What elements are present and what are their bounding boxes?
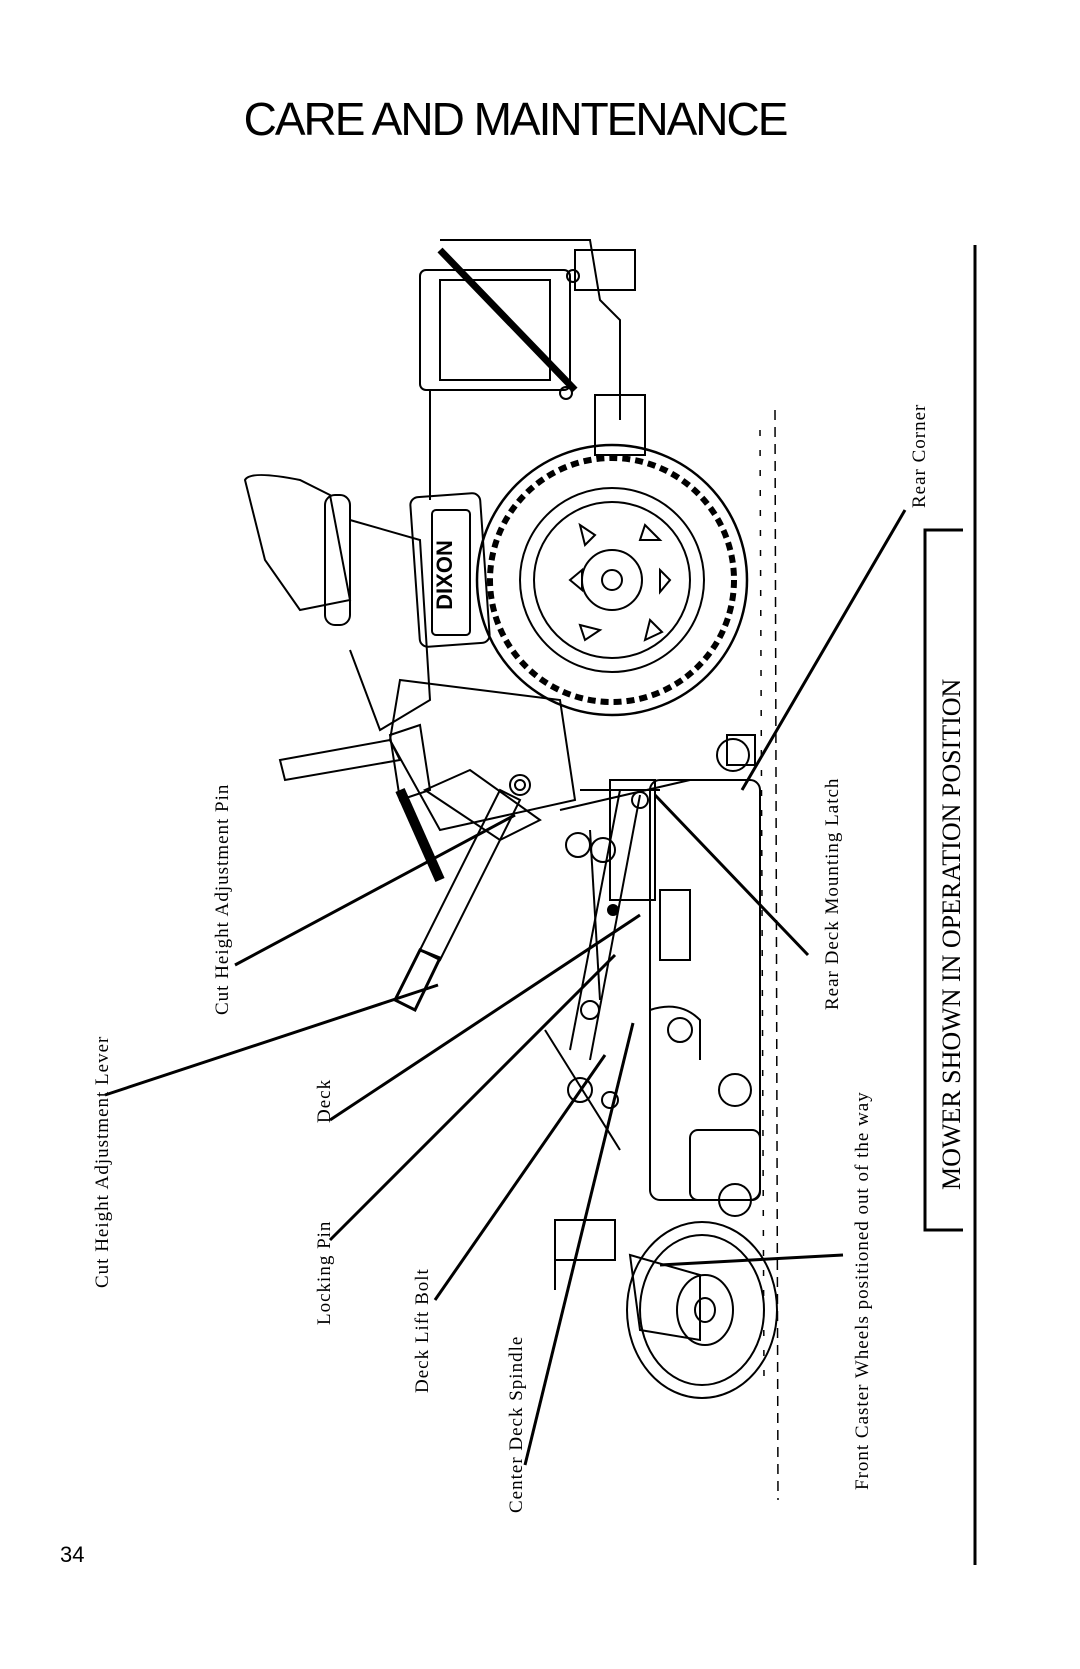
engine-frame xyxy=(419,239,646,500)
operation-position-banner: MOWER SHOWN IN OPERATION POSITION xyxy=(937,678,966,1190)
ground-hatching xyxy=(759,409,779,1501)
page-number: 34 xyxy=(60,1542,85,1567)
brand-logo: DIXON xyxy=(432,540,457,610)
front-caster-wheel xyxy=(626,1221,778,1399)
rear-corner-bracket xyxy=(726,734,756,766)
callout-deck-lift-bolt: Deck Lift Bolt xyxy=(412,1268,433,1393)
callout-locking-pin: Locking Pin xyxy=(314,1221,335,1325)
control-levers xyxy=(278,723,542,883)
callout-rear-corner: Rear Corner xyxy=(909,404,930,508)
leader-lines xyxy=(104,509,907,1466)
callout-cut-height-pin: Cut Height Adjustment Pin xyxy=(212,784,233,1015)
lift-linkage xyxy=(544,779,691,1290)
callout-deck: Deck xyxy=(314,1079,335,1123)
cut-height-lever-drawing xyxy=(392,788,522,1013)
seat xyxy=(243,474,432,732)
callout-rear-deck-latch: Rear Deck Mounting Latch xyxy=(822,778,843,1010)
mower-deck xyxy=(609,738,761,1217)
rear-tire xyxy=(475,443,749,717)
banner-frame xyxy=(923,245,977,1565)
side-panel xyxy=(388,492,577,832)
callout-front-caster-wheels: Front Caster Wheels positioned out of th… xyxy=(852,1091,873,1490)
page-title: CARE AND MAINTENANCE xyxy=(243,93,789,145)
callout-cut-height-lever: Cut Height Adjustment Lever xyxy=(92,1036,113,1288)
callout-center-deck-spindle: Center Deck Spindle xyxy=(506,1336,527,1513)
